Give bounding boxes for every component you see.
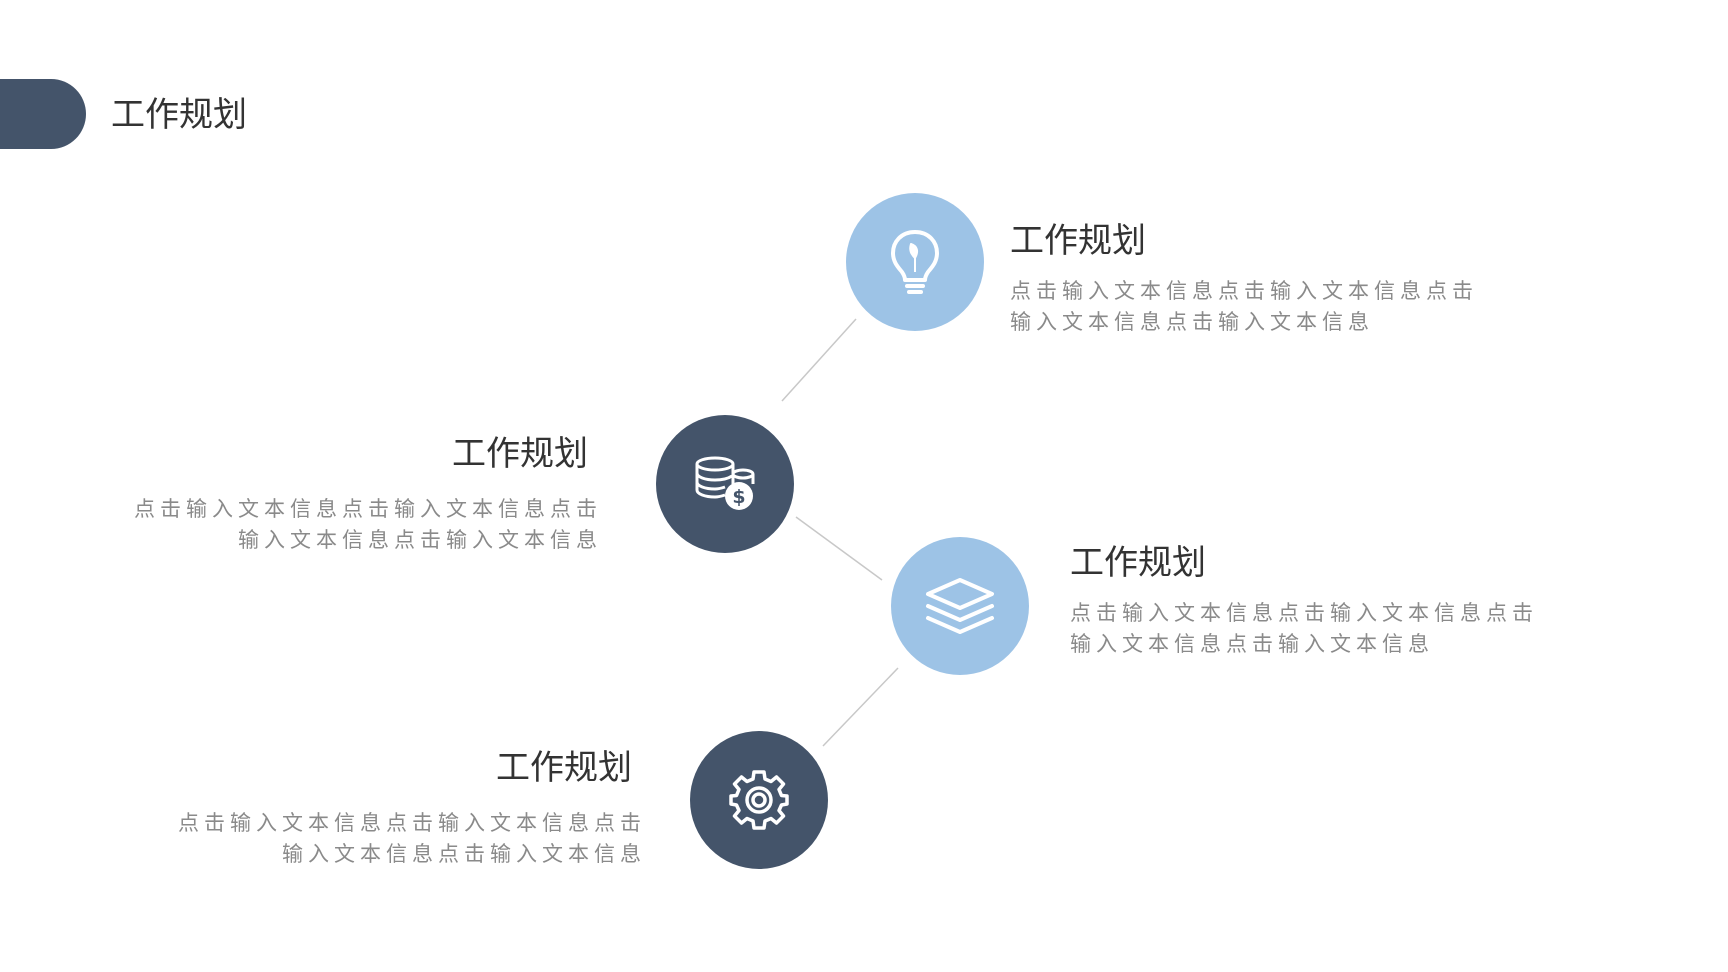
gear-icon: [729, 770, 789, 830]
coins-circle: $: [656, 415, 794, 553]
item-title-4: 工作规划: [496, 748, 632, 788]
gear-circle: [690, 731, 828, 869]
header-accent-tab: [0, 79, 86, 149]
item-desc-1: 点击输入文本信息点击输入文本信息点击输入文本信息点击输入文本信息: [1010, 279, 1478, 334]
lightbulb-icon: [891, 230, 939, 294]
layers-circle: [891, 537, 1029, 675]
connector-line-2: [795, 516, 883, 581]
page-title: 工作规划: [111, 95, 247, 135]
connector-line-1: [781, 318, 857, 402]
item-title-2: 工作规划: [452, 434, 588, 474]
layers-icon: [926, 578, 994, 634]
lightbulb-circle: [846, 193, 984, 331]
svg-text:$: $: [732, 486, 745, 508]
coins-dollar-icon: $: [695, 456, 755, 510]
item-title-3: 工作规划: [1070, 543, 1206, 583]
item-desc-2: 点击输入文本信息点击输入文本信息点击输入文本信息点击输入文本信息: [134, 497, 602, 552]
item-title-1: 工作规划: [1010, 221, 1146, 261]
item-desc-3: 点击输入文本信息点击输入文本信息点击输入文本信息点击输入文本信息: [1070, 601, 1538, 656]
item-desc-4: 点击输入文本信息点击输入文本信息点击输入文本信息点击输入文本信息: [178, 811, 646, 866]
connector-line-3: [822, 667, 899, 747]
